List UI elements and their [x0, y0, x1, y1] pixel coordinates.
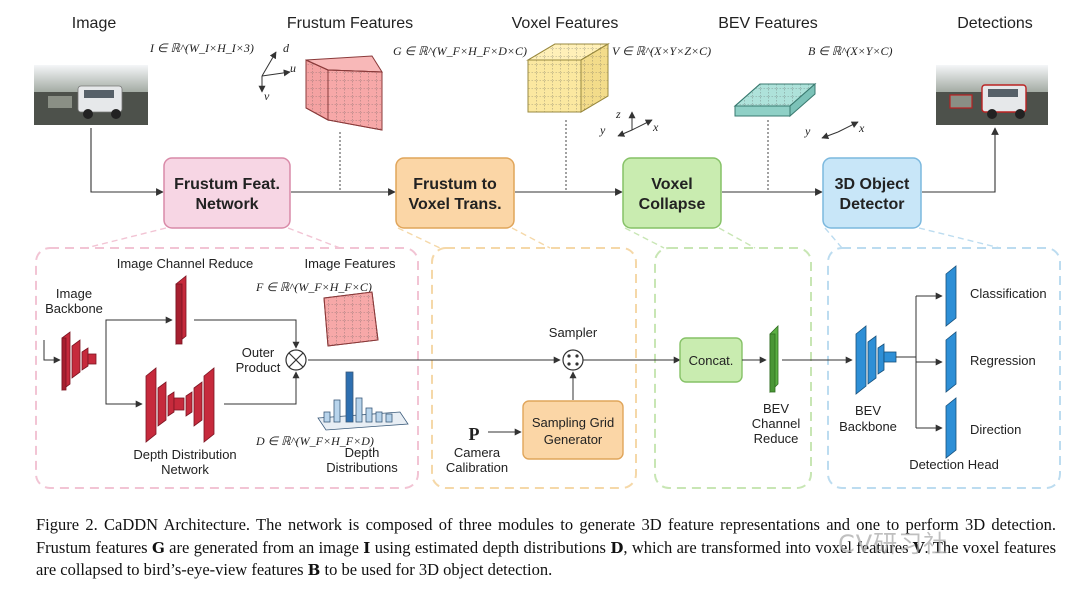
outer-product-icon	[285, 349, 307, 371]
dotted-connectors	[339, 120, 769, 192]
expansion-lines	[85, 227, 1001, 249]
panel-detector	[827, 247, 1061, 489]
input-image	[34, 65, 148, 125]
depth-distributions-chart	[317, 371, 409, 431]
bev-backbone-blocks	[855, 325, 897, 395]
label-outer-product-2: Product	[236, 360, 281, 375]
svg-text:Frustum Feat.: Frustum Feat.	[174, 176, 280, 193]
header-frustum-features: Frustum Features	[287, 15, 413, 32]
panel-voxel-collapse	[654, 247, 812, 489]
frustum-panel-arrows	[43, 316, 561, 408]
label-regression: Regression	[970, 353, 1036, 368]
axis-y-voxel: y	[599, 123, 606, 137]
label-image-backbone-2: Backbone	[45, 301, 103, 316]
math-P: P	[469, 424, 480, 444]
output-detections-image	[936, 65, 1048, 125]
sampler-icon	[562, 349, 584, 371]
math-I: I ∈ ℝ^(W_I×H_I×3)	[149, 41, 254, 55]
module-frustum-feature-network: Frustum Feat. Network	[163, 157, 291, 229]
module-frustum-to-voxel: Frustum to Voxel Trans.	[395, 157, 515, 229]
label-bev-backbone: BEV	[855, 403, 881, 418]
label-image-channel-reduce: Image Channel Reduce	[117, 256, 254, 271]
label-depth-distributions: Depth	[345, 445, 380, 460]
header-detections: Detections	[957, 15, 1033, 32]
figure-caption: Figure 2. CaDDN Architecture. The networ…	[36, 515, 1057, 579]
label-outer-product: Outer	[242, 345, 275, 360]
concat-box: Concat.	[679, 337, 743, 383]
label-bev-channel-2: Channel	[752, 416, 801, 431]
axis-y-bev: y	[804, 124, 811, 138]
svg-text:Concat.: Concat.	[689, 353, 734, 368]
bev-channel-reduce-block	[769, 325, 779, 393]
label-camera-2: Calibration	[446, 460, 508, 475]
svg-text:Collapse: Collapse	[639, 196, 706, 213]
image-channel-reduce-block	[175, 275, 187, 345]
caddn-architecture-diagram: Image Frustum Features Voxel Features BE…	[34, 15, 1061, 489]
sampling-grid-generator-box: Sampling Grid Generator	[522, 400, 624, 460]
math-B: B ∈ ℝ^(X×Y×C)	[808, 44, 893, 58]
axis-x-bev: x	[858, 121, 865, 135]
axis-x-voxel: x	[652, 120, 659, 134]
frustum-features-volume	[305, 55, 383, 131]
detector-head-arrows	[896, 292, 943, 432]
module-3d-object-detector: 3D Object Detector	[822, 157, 922, 229]
label-sampler: Sampler	[549, 325, 598, 340]
head-classification-block	[945, 265, 957, 327]
header-image: Image	[72, 15, 117, 32]
label-depth-network-2: Network	[161, 462, 209, 477]
label-camera: Camera	[454, 445, 501, 460]
label-detection-head: Detection Head	[909, 457, 999, 472]
header-bev-features: BEV Features	[718, 15, 818, 32]
bev-axes	[821, 121, 859, 140]
label-classification: Classification	[970, 286, 1047, 301]
voxel-features-cube	[526, 43, 610, 113]
image-features-sheet	[323, 291, 379, 347]
label-bev-channel: BEV	[763, 401, 789, 416]
main-flow-arrows	[90, 127, 999, 196]
bev-features-slab	[733, 82, 817, 118]
axis-v: v	[264, 89, 270, 103]
image-backbone-blocks	[61, 331, 97, 391]
svg-text:Voxel: Voxel	[651, 176, 693, 193]
label-depth-network: Depth Distribution	[133, 447, 236, 462]
label-image-backbone: Image	[56, 286, 92, 301]
label-depth-distributions-2: Distributions	[326, 460, 398, 475]
svg-text:Detector: Detector	[840, 196, 905, 213]
svg-text:Generator: Generator	[544, 432, 603, 447]
svg-text:Sampling Grid: Sampling Grid	[532, 415, 614, 430]
axis-d: d	[283, 41, 290, 55]
module-voxel-collapse: Voxel Collapse	[622, 157, 722, 229]
panel-frustum-to-voxel	[431, 247, 637, 489]
label-bev-channel-3: Reduce	[754, 431, 799, 446]
axis-z: z	[615, 107, 621, 121]
math-V: V ∈ ℝ^(X×Y×Z×C)	[612, 44, 711, 58]
depth-network-blocks	[145, 367, 215, 443]
svg-text:Voxel Trans.: Voxel Trans.	[408, 196, 501, 213]
math-G: G ∈ ℝ^(W_F×H_F×D×C)	[393, 44, 527, 58]
frustum-axes	[258, 51, 291, 93]
panel-frustum-network	[35, 247, 419, 489]
head-direction-block	[945, 397, 957, 459]
axis-u: u	[290, 61, 296, 75]
head-regression-block	[945, 331, 957, 393]
watermark: CV研习社	[838, 530, 949, 558]
voxel-axes	[617, 111, 653, 137]
svg-text:3D Object: 3D Object	[835, 176, 910, 193]
header-voxel-features: Voxel Features	[512, 15, 619, 32]
label-bev-backbone-2: Backbone	[839, 419, 897, 434]
math-D: D ∈ ℝ^(W_F×H_F×D)	[255, 434, 374, 448]
math-F: F ∈ ℝ^(W_F×H_F×C)	[255, 280, 372, 294]
label-direction: Direction	[970, 422, 1021, 437]
svg-text:Network: Network	[195, 196, 258, 213]
label-image-features: Image Features	[304, 256, 396, 271]
svg-text:Frustum to: Frustum to	[413, 176, 497, 193]
